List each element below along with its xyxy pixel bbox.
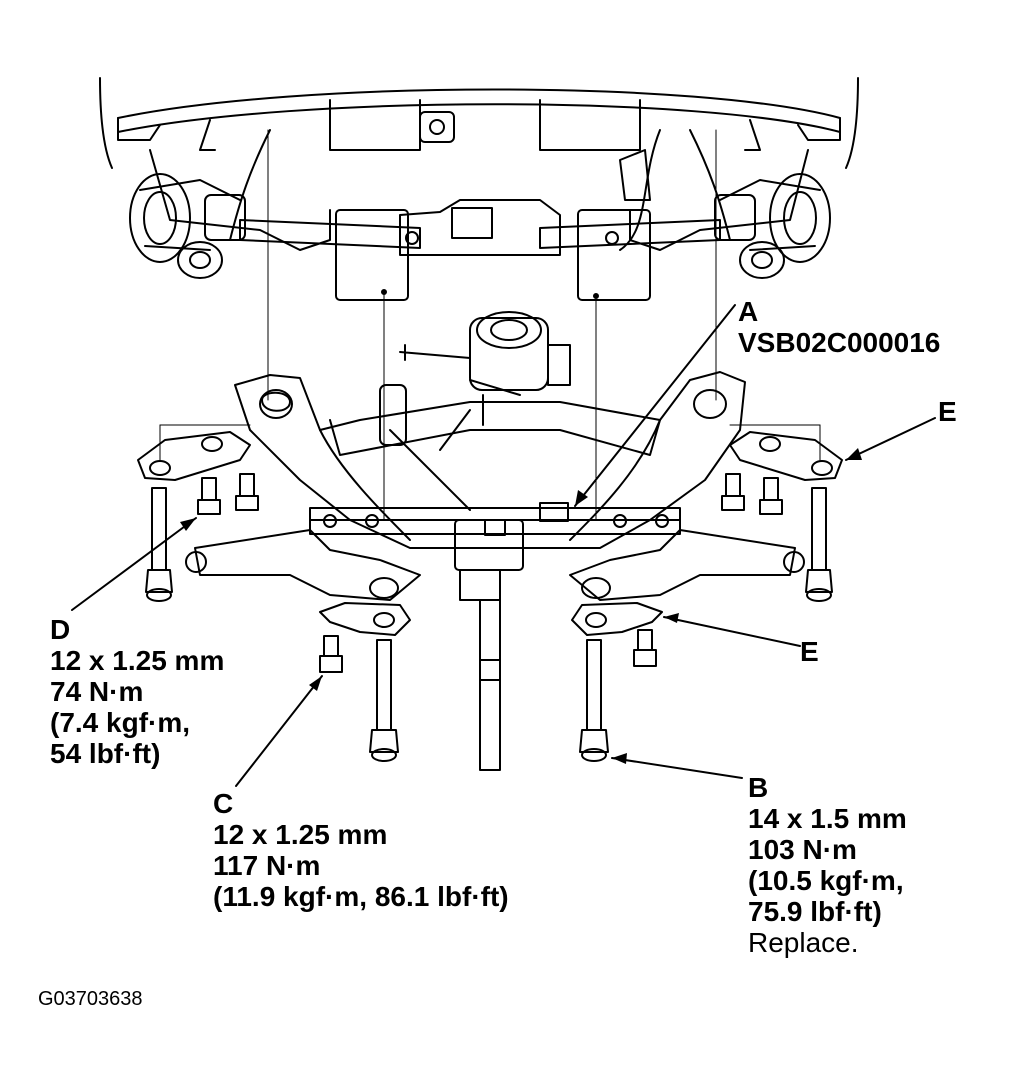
callout-e-lower-letter: E	[800, 636, 819, 667]
callout-b: B 14 x 1.5 mm 103 N·m (10.5 kgf·m, 75.9 …	[748, 772, 907, 958]
callout-c-torque-alt: (11.9 kgf·m, 86.1 lbf·ft)	[213, 881, 509, 912]
right-wheel-hub	[714, 173, 831, 279]
left-wheel-hub	[129, 173, 246, 279]
callout-b-size: 14 x 1.5 mm	[748, 803, 907, 834]
callout-a: A VSB02C000016	[738, 296, 940, 358]
callout-d-torque-kgf: (7.4 kgf·m,	[50, 707, 191, 738]
callout-a-part-number: VSB02C000016	[738, 327, 941, 358]
leader-e-upper	[845, 417, 936, 461]
callout-d-size: 12 x 1.25 mm	[50, 645, 225, 676]
bolts	[145, 473, 833, 762]
callout-c: C 12 x 1.25 mm 117 N·m (11.9 kgf·m, 86.1…	[213, 788, 509, 912]
callout-b-letter: B	[748, 772, 769, 803]
callout-b-torque-lbf: 75.9 lbf·ft)	[748, 896, 882, 927]
leader-a	[574, 304, 736, 507]
callout-a-letter: A	[738, 296, 759, 327]
leader-e-lower	[663, 616, 801, 647]
arrowhead-e-lower	[664, 613, 679, 623]
callout-d-torque-nm: 74 N·m	[50, 676, 144, 707]
callout-c-size: 12 x 1.25 mm	[213, 819, 388, 850]
arrowhead-e-upper	[846, 448, 862, 460]
leader-lines	[71, 304, 936, 787]
rear-subframe	[234, 371, 746, 549]
callout-c-letter: C	[213, 788, 234, 819]
lower-arms	[185, 529, 805, 601]
leader-b	[611, 757, 743, 779]
callout-e-lower: E	[800, 636, 819, 667]
arrowhead-b	[612, 753, 627, 764]
arrowhead-c	[309, 676, 322, 691]
vehicle-body-outline	[99, 77, 859, 251]
differential-assembly	[399, 311, 571, 396]
callout-d-letter: D	[50, 614, 71, 645]
callout-d-torque-lbf: 54 lbf·ft)	[50, 738, 161, 769]
leader-c	[235, 675, 323, 787]
callout-b-torque-kgf: (10.5 kgf·m,	[748, 865, 904, 896]
alignment-guide-lines	[159, 129, 821, 521]
callout-e-upper: E	[938, 396, 957, 427]
callout-c-torque-nm: 117 N·m	[213, 850, 321, 881]
drive-shafts	[239, 129, 721, 301]
figure-id: G03703638	[38, 988, 143, 1010]
cross-member	[309, 502, 681, 535]
arrowhead-d	[180, 518, 196, 531]
mounting-brackets	[137, 431, 843, 636]
leader-d	[71, 517, 197, 611]
callout-b-note: Replace.	[748, 927, 859, 958]
center-brace	[454, 519, 524, 771]
callout-b-torque-nm: 103 N·m	[748, 834, 857, 865]
arrowhead-a	[575, 490, 588, 506]
callout-d: D 12 x 1.25 mm 74 N·m (7.4 kgf·m, 54 lbf…	[50, 614, 224, 769]
callout-e-upper-letter: E	[938, 396, 957, 427]
